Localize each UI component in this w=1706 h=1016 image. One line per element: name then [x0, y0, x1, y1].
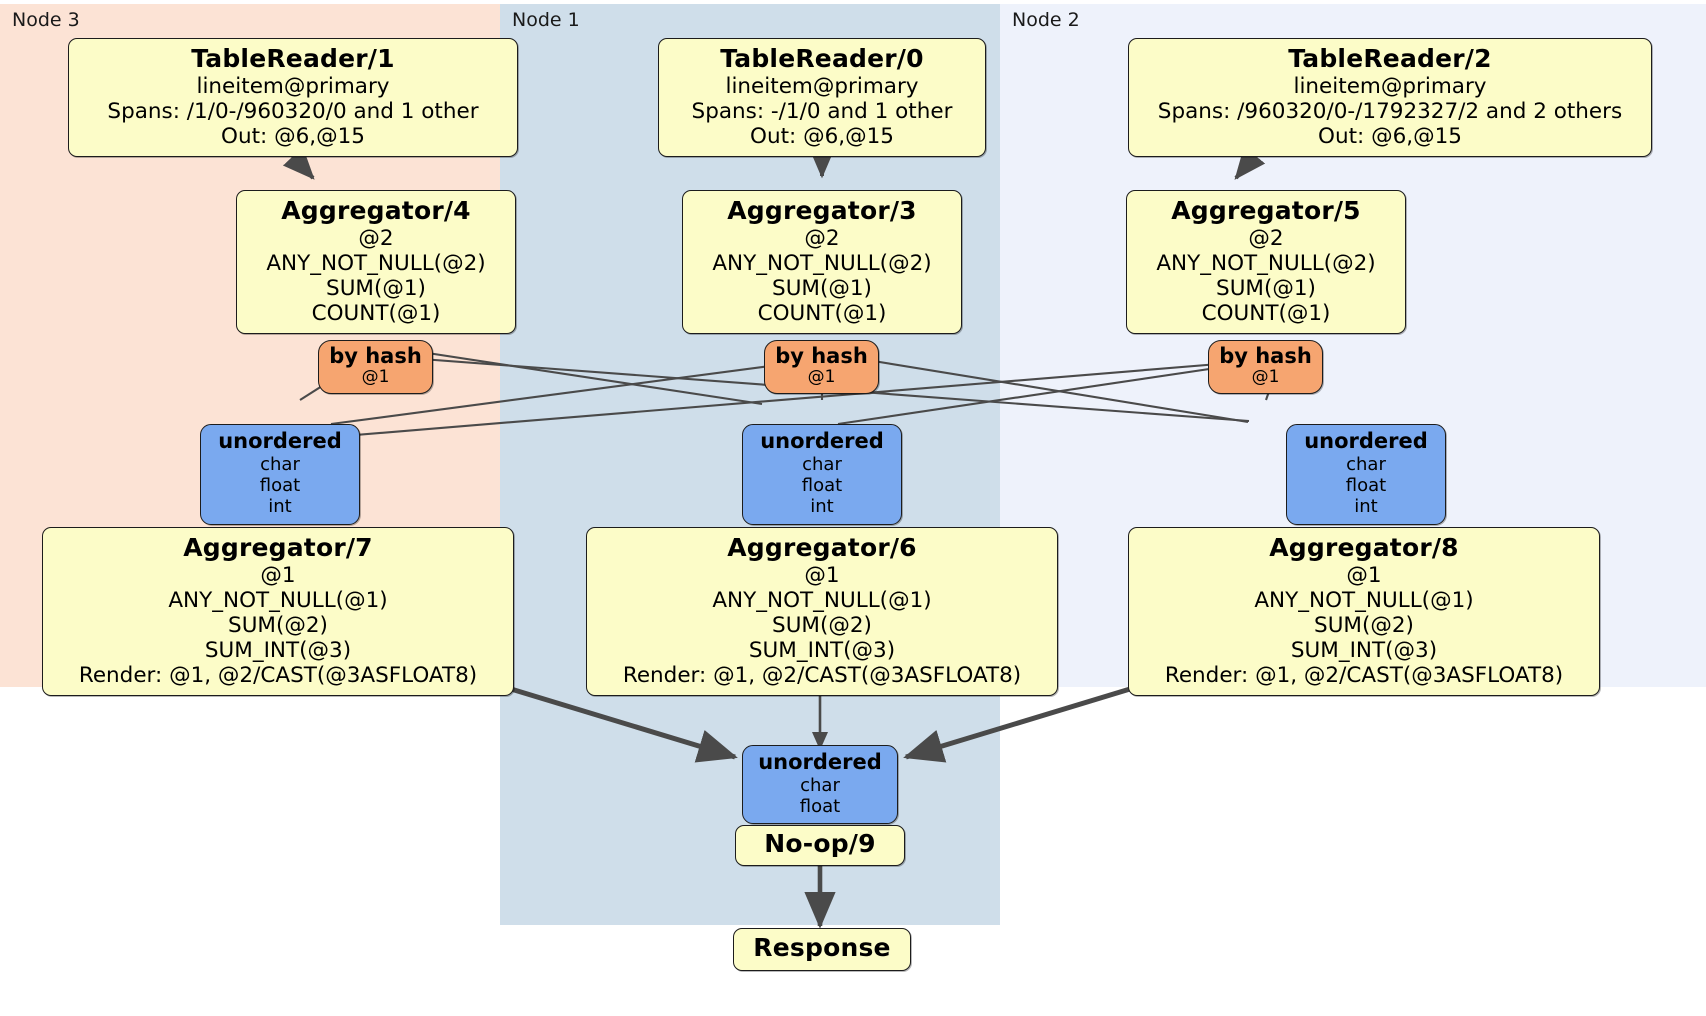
- processor-noop-9[interactable]: No-op/9: [735, 825, 905, 866]
- processor-title: TableReader/0: [720, 44, 924, 73]
- synchronizer-title: unordered: [1304, 429, 1428, 453]
- processor-aggregator-5[interactable]: Aggregator/5 @2 ANY_NOT_NULL(@2) SUM(@1)…: [1126, 190, 1406, 335]
- processor-line: COUNT(@1): [311, 300, 441, 326]
- router-title: by hash: [1219, 344, 1312, 368]
- processor-line: Spans: -/1/0 and 1 other: [691, 98, 953, 124]
- processor-line: ANY_NOT_NULL(@2): [1156, 250, 1376, 276]
- processor-aggregator-4[interactable]: Aggregator/4 @2 ANY_NOT_NULL(@2) SUM(@1)…: [236, 190, 516, 335]
- processor-title: Aggregator/8: [1269, 533, 1459, 562]
- processor-line: SUM(@1): [326, 275, 426, 301]
- processor-line: @1: [260, 562, 296, 588]
- router-by-hash-node1[interactable]: by hash @1: [764, 340, 879, 394]
- processor-title: TableReader/2: [1288, 44, 1492, 73]
- processor-line: Spans: /960320/0-/1792327/2 and 2 others: [1157, 98, 1623, 124]
- processor-title: Aggregator/7: [183, 533, 373, 562]
- processor-tablereader-2[interactable]: TableReader/2 lineitem@primary Spans: /9…: [1128, 38, 1652, 157]
- synchronizer-line: char: [1346, 453, 1386, 475]
- processor-line: COUNT(@1): [1201, 300, 1331, 326]
- router-line: @1: [1251, 367, 1280, 388]
- processor-title: Aggregator/3: [727, 196, 917, 225]
- processor-line: SUM(@2): [1314, 612, 1414, 638]
- processor-line: @2: [1248, 225, 1284, 251]
- processor-line: SUM(@2): [772, 612, 872, 638]
- synchronizer-line: float: [259, 475, 301, 497]
- processor-line: Spans: /1/0-/960320/0 and 1 other: [107, 98, 479, 124]
- synchronizer-line: int: [810, 496, 834, 518]
- node-label-node1: Node 1: [512, 9, 580, 31]
- processor-title: TableReader/1: [191, 44, 395, 73]
- processor-line: @1: [1346, 562, 1382, 588]
- processor-line: COUNT(@1): [757, 300, 887, 326]
- processor-line: ANY_NOT_NULL(@1): [168, 587, 388, 613]
- processor-line: Out: @6,@15: [750, 123, 894, 149]
- processor-aggregator-6[interactable]: Aggregator/6 @1 ANY_NOT_NULL(@1) SUM(@2)…: [586, 527, 1058, 697]
- processor-line: SUM_INT(@3): [1290, 637, 1438, 663]
- processor-title: Aggregator/6: [727, 533, 917, 562]
- processor-line: ANY_NOT_NULL(@1): [712, 587, 932, 613]
- processor-line: Render: @1, @2/CAST(@3ASFLOAT8): [1164, 663, 1564, 689]
- node-label-node3: Node 3: [12, 9, 80, 31]
- synchronizer-unordered-node1[interactable]: unordered char float int: [742, 424, 902, 525]
- processor-line: Render: @1, @2/CAST(@3ASFLOAT8): [622, 663, 1022, 689]
- synchronizer-line: float: [799, 796, 841, 818]
- processor-aggregator-3[interactable]: Aggregator/3 @2 ANY_NOT_NULL(@2) SUM(@1)…: [682, 190, 962, 335]
- processor-line: lineitem@primary: [725, 73, 919, 99]
- router-title: by hash: [329, 344, 422, 368]
- synchronizer-line: char: [260, 453, 300, 475]
- router-title: by hash: [775, 344, 868, 368]
- processor-line: ANY_NOT_NULL(@2): [266, 250, 486, 276]
- synchronizer-unordered-node3[interactable]: unordered char float int: [200, 424, 360, 525]
- processor-tablereader-0[interactable]: TableReader/0 lineitem@primary Spans: -/…: [658, 38, 986, 157]
- router-line: @1: [361, 367, 390, 388]
- processor-line: @2: [804, 225, 840, 251]
- synchronizer-line: char: [802, 453, 842, 475]
- processor-line: lineitem@primary: [196, 73, 390, 99]
- synchronizer-line: char: [800, 774, 840, 796]
- router-by-hash-node3[interactable]: by hash @1: [318, 340, 433, 394]
- processor-line: @1: [804, 562, 840, 588]
- processor-line: SUM(@1): [772, 275, 872, 301]
- synchronizer-line: int: [1354, 496, 1378, 518]
- synchronizer-title: unordered: [758, 750, 882, 774]
- processor-title: Response: [753, 933, 891, 962]
- processor-title: Aggregator/4: [281, 196, 471, 225]
- router-line: @1: [807, 367, 836, 388]
- processor-line: ANY_NOT_NULL(@2): [712, 250, 932, 276]
- processor-title: Aggregator/5: [1171, 196, 1361, 225]
- processor-line: lineitem@primary: [1293, 73, 1487, 99]
- processor-line: Render: @1, @2/CAST(@3ASFLOAT8): [78, 663, 478, 689]
- processor-line: SUM_INT(@3): [748, 637, 896, 663]
- synchronizer-line: int: [268, 496, 292, 518]
- synchronizer-title: unordered: [760, 429, 884, 453]
- processor-line: ANY_NOT_NULL(@1): [1254, 587, 1474, 613]
- processor-response[interactable]: Response: [733, 928, 911, 971]
- processor-line: SUM(@1): [1216, 275, 1316, 301]
- processor-title: No-op/9: [764, 829, 876, 858]
- processor-tablereader-1[interactable]: TableReader/1 lineitem@primary Spans: /1…: [68, 38, 518, 157]
- processor-line: SUM(@2): [228, 612, 328, 638]
- processor-aggregator-8[interactable]: Aggregator/8 @1 ANY_NOT_NULL(@1) SUM(@2)…: [1128, 527, 1600, 697]
- synchronizer-line: float: [1345, 475, 1387, 497]
- synchronizer-title: unordered: [218, 429, 342, 453]
- synchronizer-unordered-node2[interactable]: unordered char float int: [1286, 424, 1446, 525]
- node-label-node2: Node 2: [1012, 9, 1080, 31]
- processor-line: Out: @6,@15: [221, 123, 365, 149]
- processor-line: SUM_INT(@3): [204, 637, 352, 663]
- processor-line: Out: @6,@15: [1318, 123, 1462, 149]
- router-by-hash-node2[interactable]: by hash @1: [1208, 340, 1323, 394]
- processor-line: @2: [358, 225, 394, 251]
- synchronizer-unordered-final[interactable]: unordered char float: [742, 745, 898, 825]
- synchronizer-line: float: [801, 475, 843, 497]
- processor-aggregator-7[interactable]: Aggregator/7 @1 ANY_NOT_NULL(@1) SUM(@2)…: [42, 527, 514, 697]
